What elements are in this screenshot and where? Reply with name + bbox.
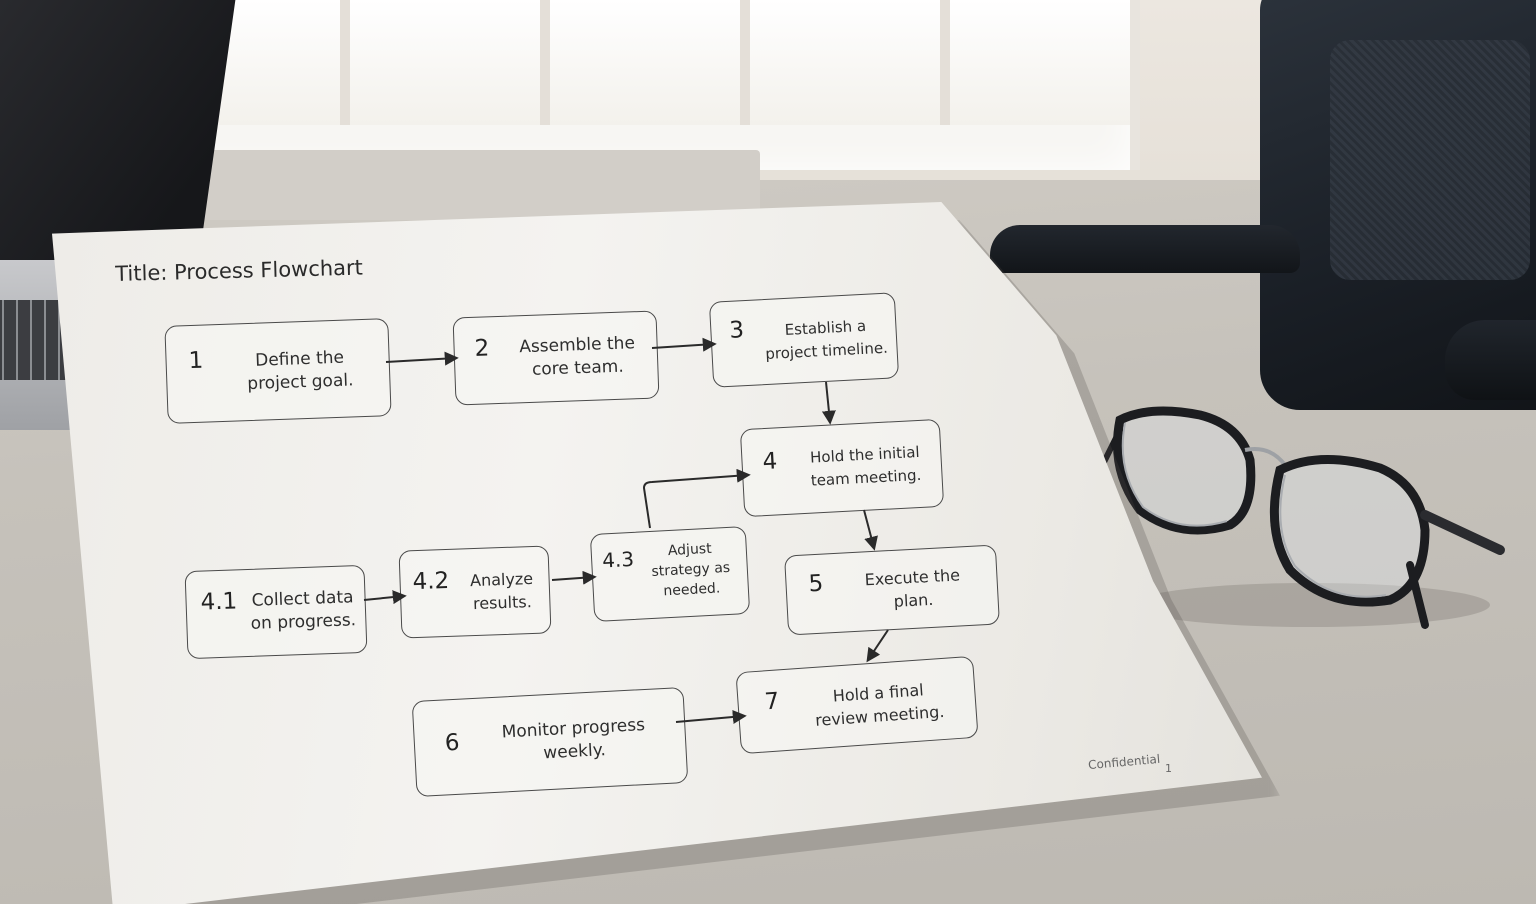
office-chair-mesh (1330, 40, 1530, 280)
office-chair-armrest-right (1445, 320, 1536, 400)
step-number: 3 (728, 317, 745, 344)
desk-object (200, 150, 760, 220)
background-window (140, 0, 1140, 180)
step-number: 5 (807, 570, 824, 598)
step-number: 4.2 (412, 567, 450, 596)
step-number: 4 (761, 448, 778, 476)
step-number: 1 (188, 347, 204, 375)
eyeglasses (1087, 406, 1505, 629)
step-number: 7 (763, 688, 781, 716)
step-number: 4.3 (601, 546, 635, 573)
step-number: 4.1 (200, 588, 238, 616)
step-number: 6 (444, 729, 461, 757)
office-chair-armrest (990, 225, 1300, 273)
page-number: 1 (1165, 762, 1172, 775)
step-number: 2 (474, 335, 490, 362)
